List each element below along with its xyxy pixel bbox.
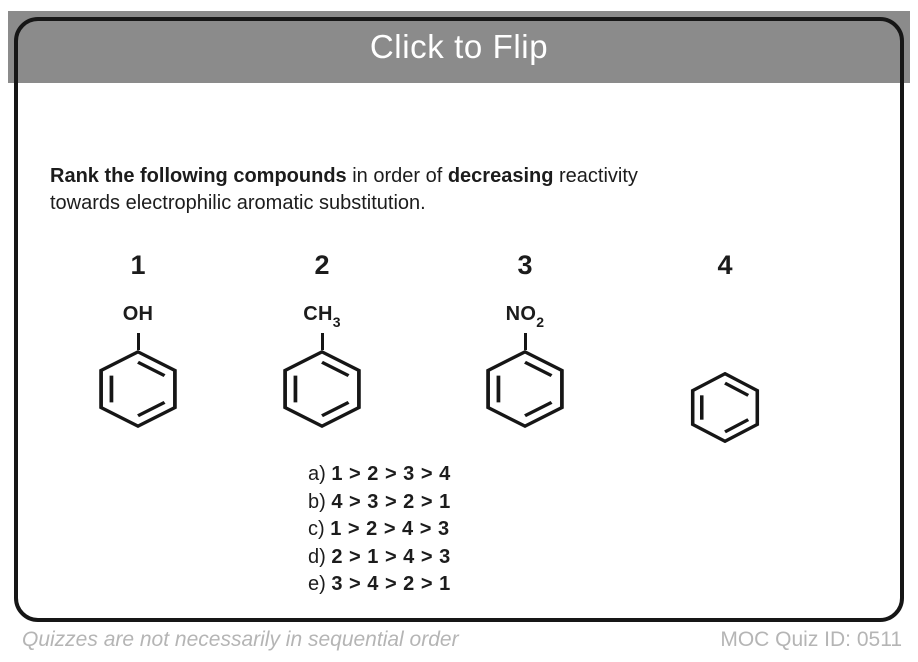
- question-segment: in order of: [346, 165, 448, 187]
- flip-header[interactable]: Click to Flip: [8, 11, 910, 83]
- answer-prefix: c): [308, 518, 331, 540]
- answer-sequence: 1 > 2 > 4 > 3: [330, 518, 450, 540]
- substituent-bond: [320, 333, 324, 350]
- answer-sequence: 1 > 2 > 3 > 4: [331, 463, 451, 485]
- substituent-label: OH: [122, 303, 154, 325]
- footer-note: Quizzes are not necessarily in sequentia…: [22, 628, 459, 651]
- compound-number: 4: [717, 250, 733, 280]
- answer-option-c: c) 1 > 2 > 4 > 3: [308, 516, 451, 544]
- answer-prefix: e): [308, 573, 332, 595]
- answer-option-e: e) 3 > 4 > 2 > 1: [308, 571, 451, 599]
- question-text: Rank the following compounds in order of…: [50, 163, 638, 217]
- flip-header-label: Click to Flip: [369, 28, 549, 65]
- answer-option-a: a) 1 > 2 > 3 > 4: [308, 461, 451, 489]
- answer-sequence: 3 > 4 > 2 > 1: [331, 573, 451, 595]
- quiz-id: MOC Quiz ID: 0511: [720, 628, 902, 651]
- question-segment: reactivity: [553, 165, 638, 187]
- benzene-ring-icon: [99, 350, 177, 428]
- answer-sequence: 4 > 3 > 2 > 1: [331, 490, 451, 513]
- benzene-ring-icon: [486, 350, 564, 428]
- substituent-label: CH3: [303, 303, 341, 330]
- quiz-card[interactable]: [14, 17, 904, 622]
- compound-number: 3: [517, 250, 533, 280]
- compound-4: 4: [660, 250, 790, 443]
- answer-option-b: b) 4 > 3 > 2 > 1: [308, 489, 451, 517]
- substituent-label: NO2: [505, 303, 545, 330]
- footer: Quizzes are not necessarily in sequentia…: [22, 628, 902, 652]
- question-line-2: towards electrophilic aromatic substitut…: [50, 192, 426, 214]
- answer-options: a) 1 > 2 > 3 > 4 b) 4 > 3 > 2 > 1 c) 1 >…: [308, 461, 451, 599]
- substituent-bond: [136, 333, 140, 350]
- question-line-1: Rank the following compounds in order of…: [50, 163, 638, 190]
- substituent-bond: [523, 333, 527, 350]
- answer-prefix: b): [308, 490, 332, 513]
- benzene-ring-icon: [690, 372, 760, 443]
- compound-3: 3 NO2: [460, 250, 590, 428]
- answer-sequence: 2 > 1 > 4 > 3: [331, 545, 451, 568]
- compound-1: 1 OH: [73, 250, 203, 428]
- answer-prefix: a): [308, 463, 332, 485]
- compound-number: 1: [130, 250, 146, 280]
- answer-prefix: d): [308, 545, 332, 568]
- compound-number: 2: [314, 250, 330, 280]
- compound-2: 2 CH3: [257, 250, 387, 428]
- question-segment: decreasing: [447, 165, 554, 187]
- benzene-ring-icon: [283, 350, 361, 428]
- question-segment: Rank the following compounds: [50, 165, 347, 187]
- answer-option-d: d) 2 > 1 > 4 > 3: [308, 544, 451, 572]
